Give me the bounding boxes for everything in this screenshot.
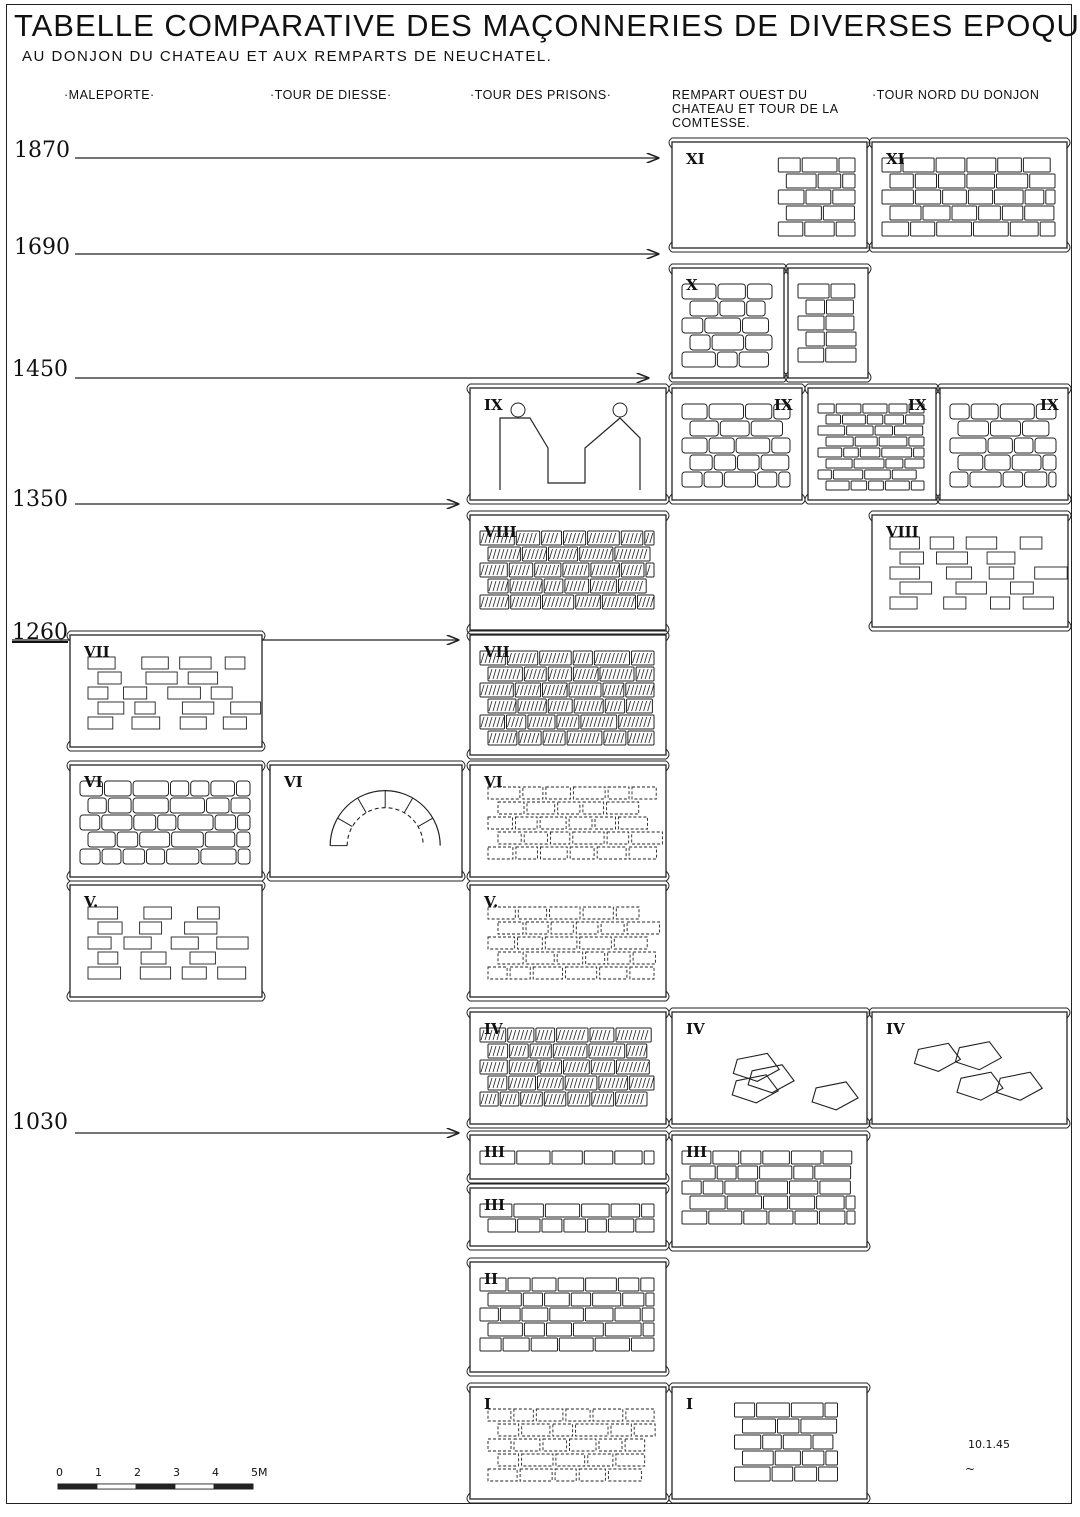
scale-bar-segment [96, 1483, 137, 1490]
panel-numeral: VI [83, 773, 103, 791]
masonry-panel: III [466, 1183, 670, 1251]
panel-numeral: V. [83, 893, 98, 911]
masonry-panel: III [466, 1130, 670, 1184]
scale-bar-label: 2 [134, 1466, 141, 1479]
panel-frame [469, 634, 667, 756]
masonry-panel: VIII [868, 510, 1072, 632]
panel-frame [469, 884, 667, 998]
panel-numeral: VI [483, 773, 503, 791]
panel-frame [469, 387, 667, 501]
scale-bar-label: 1 [95, 1466, 102, 1479]
panel-frame [671, 387, 803, 501]
masonry-panel: IX [668, 383, 806, 505]
masonry-panel: VII [66, 630, 266, 752]
panel-numeral: IX [1040, 396, 1059, 414]
panel-numeral: XI [686, 150, 705, 168]
panel-frame [469, 1134, 667, 1180]
panel-numeral: I [686, 1395, 693, 1413]
masonry-panel: V. [66, 880, 266, 1002]
panel-numeral: IX [774, 396, 793, 414]
panel-frame [69, 634, 263, 748]
masonry-panel: IV [868, 1007, 1071, 1129]
sheet-subtitle: AU DONJON DU CHATEAU ET AUX REMPARTS DE … [22, 48, 553, 65]
masonry-panel: VI [466, 760, 670, 882]
panel-frame [671, 1011, 868, 1125]
masonry-panel: IX [936, 383, 1072, 505]
masonry-panel [784, 263, 872, 383]
masonry-panel: VI [266, 760, 466, 882]
panel-numeral: V. [483, 893, 498, 911]
year-label-1450: 1450 [12, 357, 68, 382]
year-label-1690: 1690 [14, 235, 70, 260]
panel-numeral: VII [483, 643, 510, 661]
sheet-title: TABELLE COMPARATIVE DES MAÇONNERIES DE D… [14, 8, 1080, 43]
masonry-panel: VI [66, 760, 266, 882]
panel-numeral: IV [886, 1020, 905, 1038]
scale-bar-label: 5M [251, 1466, 268, 1479]
masonry-panel: II [466, 1257, 670, 1377]
panel-frame [69, 884, 263, 998]
scale-bar-label: 4 [212, 1466, 219, 1479]
panel-frame [671, 1386, 868, 1500]
scale-bar-segment [213, 1483, 254, 1490]
panel-numeral: VIII [483, 523, 517, 541]
panel-numeral: II [484, 1270, 498, 1288]
panel-numeral: IV [484, 1020, 503, 1038]
year-label-1260: 1260 [12, 620, 68, 645]
panel-frame [469, 1261, 667, 1373]
panel-numeral: XI [886, 150, 905, 168]
panel-numeral: III [484, 1143, 505, 1161]
panel-frame [469, 1386, 667, 1500]
year-label-1030: 1030 [12, 1110, 68, 1135]
panel-numeral: IV [686, 1020, 705, 1038]
scale-bar-segment [57, 1483, 98, 1490]
masonry-panel: X [668, 263, 788, 383]
panel-numeral: VI [283, 773, 303, 791]
masonry-panel: XI [868, 137, 1071, 253]
panel-numeral: IX [908, 396, 927, 414]
masonry-panel: I [466, 1382, 670, 1504]
scale-bar-segment [174, 1483, 215, 1490]
masonry-panel: IX [466, 383, 670, 505]
panel-frame [671, 1134, 868, 1248]
panel-numeral: III [484, 1196, 505, 1214]
scale-bar-label: 3 [173, 1466, 180, 1479]
masonry-panel: IV [668, 1007, 871, 1129]
masonry-panel: IX [804, 383, 940, 505]
masonry-panel: VIII [466, 510, 670, 635]
panel-frame [871, 514, 1069, 628]
panel-frame [469, 764, 667, 878]
panel-numeral: III [686, 1143, 707, 1161]
column-header-tour-de-diesse: ·TOUR DE DIESSE· [270, 88, 392, 102]
drawing-date: 10.1.45 [968, 1438, 1010, 1451]
panel-frame [871, 1011, 1068, 1125]
panel-numeral: IX [484, 396, 503, 414]
column-header-tour-des-prisons: ·TOUR DES PRISONS· [470, 88, 612, 102]
panel-frame [671, 267, 785, 379]
column-header-rempart-ouest: REMPART OUEST DU CHATEAU ET TOUR DE LA C… [672, 88, 838, 130]
column-header-tour-nord-du-donjon: ·TOUR NORD DU DONJON [872, 88, 1040, 102]
panel-frame [871, 141, 1068, 249]
masonry-panel: I [668, 1382, 871, 1504]
masonry-panel: XI [668, 137, 871, 253]
masonry-panel: IV [466, 1007, 670, 1129]
scale-bar-segment [135, 1483, 176, 1490]
panel-numeral: X [686, 276, 698, 294]
year-label-1350: 1350 [12, 487, 68, 512]
masonry-panel: III [668, 1130, 871, 1252]
column-header-maleporte: ·MALEPORTE· [64, 88, 155, 102]
masonry-panel: V. [466, 880, 670, 1002]
panel-frame [269, 764, 463, 878]
masonry-panel: VII [466, 630, 670, 760]
artist-signature: ~ [965, 1462, 976, 1476]
scale-bar-label: 0 [56, 1466, 63, 1479]
panel-numeral: I [484, 1395, 491, 1413]
panel-numeral: VIII [885, 523, 919, 541]
panel-numeral: VII [83, 643, 110, 661]
year-label-1870: 1870 [14, 138, 70, 163]
